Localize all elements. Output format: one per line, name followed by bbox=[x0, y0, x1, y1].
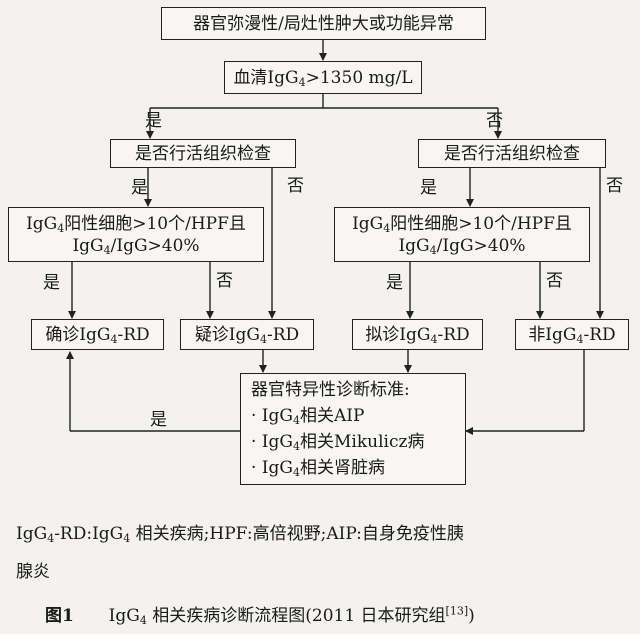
label-biopsy-left-yes: 是 bbox=[131, 178, 148, 198]
criteria-left-line2: IgG4/IgG>40% bbox=[72, 235, 200, 257]
label-criteria-left-no: 否 bbox=[216, 271, 233, 291]
label-serum-no: 否 bbox=[486, 111, 503, 131]
box-biopsy-left: 是否行活组织检查 bbox=[110, 139, 296, 168]
label-biopsy-left-no: 否 bbox=[287, 176, 304, 196]
probable-text: 拟诊IgG4-RD bbox=[365, 324, 470, 346]
label-organ-yes: 是 bbox=[150, 410, 167, 430]
box-probable-igg4rd: 拟诊IgG4-RD bbox=[352, 319, 483, 350]
organ-item-kidney: · IgG4相关肾脏病 bbox=[251, 458, 385, 479]
label-biopsy-right-yes: 是 bbox=[420, 178, 437, 198]
criteria-left-line1: IgG4阳性细胞>10个/HPF且 bbox=[26, 213, 246, 235]
non-text: 非IgG4-RD bbox=[528, 324, 616, 346]
box-serum-igg4: 血清IgG4>1350 mg/L bbox=[224, 61, 422, 94]
criteria-right-line2: IgG4/IgG>40% bbox=[398, 235, 526, 257]
label-biopsy-right-no: 否 bbox=[606, 176, 623, 196]
box-non-igg4rd: 非IgG4-RD bbox=[515, 319, 629, 350]
box-organ-specific-criteria: 器官特异性诊断标准: · IgG4相关AIP · IgG4相关Mikulicz病… bbox=[240, 373, 466, 485]
figure-label: 图1 bbox=[45, 606, 74, 626]
legend-line-2: 腺炎 bbox=[16, 562, 50, 582]
organ-item-mikulicz: · IgG4相关Mikulicz病 bbox=[251, 432, 425, 453]
label-criteria-right-yes: 是 bbox=[386, 273, 403, 293]
biopsy-left-text: 是否行活组织检查 bbox=[135, 143, 271, 164]
label-serum-yes: 是 bbox=[145, 111, 162, 131]
organ-item-aip: · IgG4相关AIP bbox=[251, 406, 365, 427]
box-organ-enlargement: 器官弥漫性/局灶性肿大或功能异常 bbox=[161, 7, 486, 40]
box-criteria-left: IgG4阳性细胞>10个/HPF且 IgG4/IgG>40% bbox=[8, 207, 264, 262]
legend-line-1: IgG4-RD:IgG4 相关疾病;HPF:高倍视野;AIP:自身免疫性胰 bbox=[16, 524, 464, 545]
serum-text: 血清IgG4>1350 mg/L bbox=[233, 67, 413, 89]
box-criteria-right: IgG4阳性细胞>10个/HPF且 IgG4/IgG>40% bbox=[334, 207, 590, 262]
criteria-right-line1: IgG4阳性细胞>10个/HPF且 bbox=[352, 213, 572, 235]
box-definite-igg4rd: 确诊IgG4-RD bbox=[31, 319, 164, 350]
figure-title: IgG4 相关疾病诊断流程图(2011 日本研究组[13]) bbox=[108, 604, 475, 627]
figure-caption: 图1 IgG4 相关疾病诊断流程图(2011 日本研究组[13]) bbox=[45, 601, 475, 626]
organ-criteria-title: 器官特异性诊断标准: bbox=[251, 380, 410, 400]
definite-text: 确诊IgG4-RD bbox=[45, 324, 150, 346]
suspected-text: 疑诊IgG4-RD bbox=[194, 324, 300, 346]
box-suspected-igg4rd: 疑诊IgG4-RD bbox=[180, 319, 314, 350]
label-criteria-left-yes: 是 bbox=[43, 273, 60, 293]
box-organ-enlargement-text: 器官弥漫性/局灶性肿大或功能异常 bbox=[193, 13, 454, 34]
label-criteria-right-no: 否 bbox=[546, 271, 563, 291]
biopsy-right-text: 是否行活组织检查 bbox=[444, 143, 580, 164]
box-biopsy-right: 是否行活组织检查 bbox=[418, 139, 606, 168]
